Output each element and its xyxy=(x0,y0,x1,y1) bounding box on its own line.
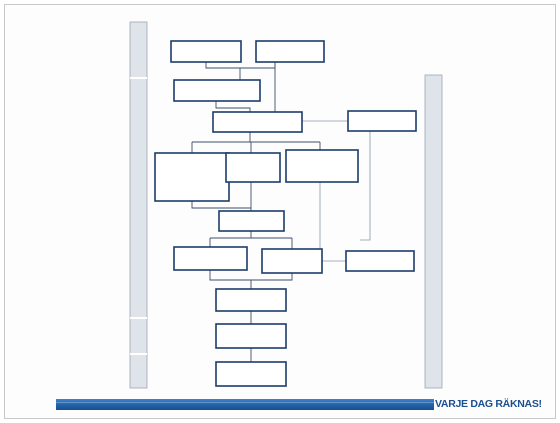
flowchart-node-n14 xyxy=(215,323,287,349)
flowchart-node-box xyxy=(212,111,303,133)
side-bar-right xyxy=(424,74,443,389)
phase-sidebar-background xyxy=(129,21,148,389)
flowchart-node-box xyxy=(225,152,281,183)
flowchart-node-box xyxy=(173,246,248,271)
edge-n1-n2 xyxy=(205,62,276,69)
flowchart-node-box xyxy=(215,288,287,312)
phase-sidebar xyxy=(129,21,148,389)
flowchart-nodes xyxy=(154,40,417,387)
flowchart-node-n13 xyxy=(215,288,287,312)
flowchart-node-n3 xyxy=(173,79,261,102)
footer-slogan: VARJE DAG RÄKNAS! xyxy=(435,398,542,410)
flowchart-node-box xyxy=(154,152,230,202)
flowchart-node-n4 xyxy=(212,111,303,133)
flowchart-node-box xyxy=(215,361,287,387)
flowchart-node-n10 xyxy=(173,246,248,271)
flowchart-node-n12 xyxy=(345,250,415,272)
flowchart-node-box xyxy=(173,79,261,102)
flowchart-node-n6 xyxy=(154,152,230,202)
flowchart-node-box xyxy=(261,248,323,274)
flowchart-node-n11 xyxy=(261,248,323,274)
flowchart-node-n7 xyxy=(225,152,281,183)
footer-bar xyxy=(56,399,434,410)
flowchart-node-box xyxy=(170,40,242,63)
flowchart-node-box xyxy=(345,250,415,272)
edge-n5-down xyxy=(360,131,371,241)
flowchart-node-n2 xyxy=(255,40,325,63)
flowchart-edges xyxy=(191,62,371,362)
edge-n10-n11-n13 xyxy=(209,270,293,289)
flowchart-node-box xyxy=(347,110,417,132)
edge-n9-n10-n11 xyxy=(209,231,293,249)
flowchart-node-n8 xyxy=(285,149,359,183)
edge-n4-branches xyxy=(191,132,321,153)
flowchart-node-box xyxy=(255,40,325,63)
flowchart-node-n9 xyxy=(218,210,285,232)
flowchart-node-n5 xyxy=(347,110,417,132)
side-bar-background xyxy=(424,74,443,389)
flowchart-node-n15 xyxy=(215,361,287,387)
flowchart-node-box xyxy=(218,210,285,232)
flowchart-node-box xyxy=(215,323,287,349)
flowchart-node-n1 xyxy=(170,40,242,63)
edge-n3-n4 xyxy=(215,101,251,112)
flowchart-node-box xyxy=(285,149,359,183)
